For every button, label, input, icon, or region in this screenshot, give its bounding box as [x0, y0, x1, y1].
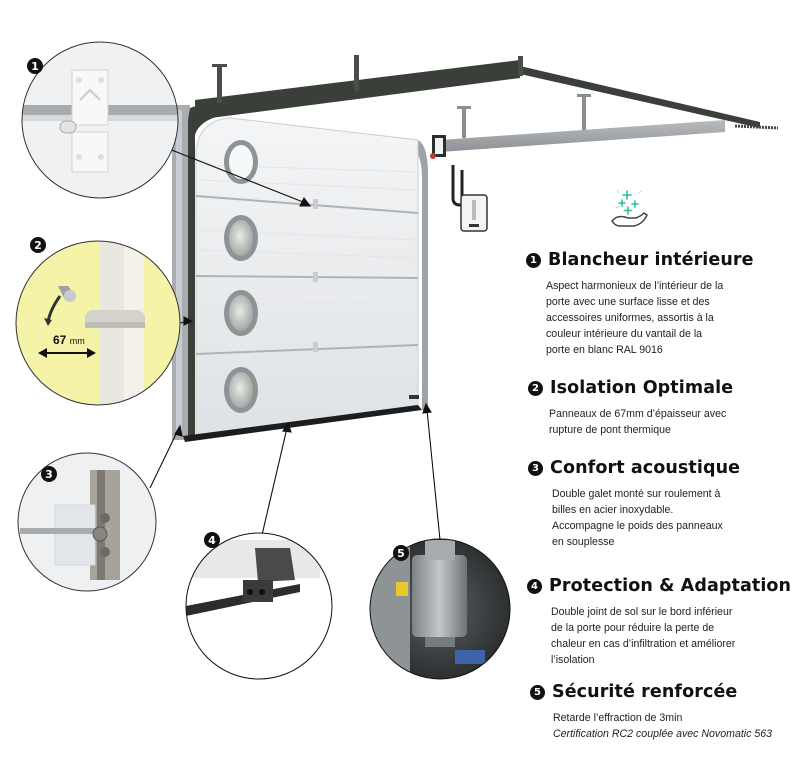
callout-badge-3: 3	[41, 466, 57, 482]
feature-title: Protection & Adaptation	[549, 576, 792, 596]
overhead-track	[195, 55, 779, 138]
callout-badge-4: 4	[204, 532, 220, 548]
description-line: Accompagne le poids des panneaux	[552, 520, 723, 532]
feature-number-badge: 4	[527, 578, 542, 594]
description-line: Double galet monté sur roulement à	[552, 488, 721, 500]
operator-rail	[430, 120, 725, 232]
feature-title: Isolation Optimale	[550, 378, 734, 398]
door-leaf	[183, 117, 422, 442]
feature-1: 1 Blancheur intérieure Aspect harmonieux…	[526, 250, 786, 358]
callout-4-bottom-seal	[185, 532, 333, 680]
callout-badge-2: 2	[30, 237, 46, 253]
feature-title: Blancheur intérieure	[548, 250, 754, 270]
feature-description: Double galet monté sur roulement à bille…	[552, 486, 788, 550]
feature-description: Aspect harmonieux de l’intérieur de la p…	[546, 278, 786, 358]
feature-number-badge: 2	[528, 380, 543, 396]
description-line: en souplesse	[552, 536, 615, 548]
hand-sparkle-icon	[611, 189, 648, 227]
feature-3: 3 Confort acoustique Double galet monté …	[528, 458, 788, 550]
feature-4: 4 Protection & Adaptation Double joint d…	[527, 576, 791, 668]
feature-number-badge: 1	[526, 252, 541, 268]
description-line: accessoires uniformes, assortis à la	[546, 312, 714, 324]
callout-5-lock	[369, 538, 511, 680]
feature-number-badge: 5	[530, 684, 545, 700]
description-line: chaleur en cas d’infiltration et amélior…	[551, 638, 736, 650]
description-line: rupture de pont thermique	[549, 424, 671, 436]
feature-description: Double joint de sol sur le bord inférieu…	[551, 604, 787, 668]
feature-5: 5 Sécurité renforcée Retarde l’effractio…	[530, 682, 790, 742]
feature-title: Sécurité renforcée	[552, 682, 738, 702]
callout-2-insulation	[15, 240, 181, 406]
description-line: Panneaux de 67mm d’épaisseur avec	[549, 408, 727, 420]
feature-2: 2 Isolation Optimale Panneaux de 67mm d’…	[528, 378, 788, 438]
dimension-label: 67 mm	[53, 333, 85, 347]
feature-description: Retarde l’effraction de 3min Certificati…	[553, 710, 790, 742]
feature-title: Confort acoustique	[550, 458, 741, 478]
certification-note: Certification RC2 couplée avec Novomatic…	[553, 728, 773, 740]
porthole-windows	[224, 140, 258, 413]
callout-badge-1: 1	[27, 58, 43, 74]
feature-number-badge: 3	[528, 460, 543, 476]
description-line: couleur intérieure du vantail de la	[546, 328, 703, 340]
description-line: l’isolation	[551, 654, 595, 666]
description-line: Aspect harmonieux de l’intérieur de la	[546, 280, 724, 292]
description-line: billes en acier inoxydable.	[552, 504, 674, 516]
description-line: porte avec une surface lisse et des	[546, 296, 710, 308]
door-frame	[172, 102, 428, 440]
feature-description: Panneaux de 67mm d’épaisseur avec ruptur…	[549, 406, 788, 438]
description-line: de la porte pour réduire la perte de	[551, 622, 715, 634]
callout-badge-5: 5	[393, 545, 409, 561]
callout-1-hinge	[21, 41, 179, 199]
description-line: porte en blanc RAL 9016	[546, 344, 663, 356]
description-line: Retarde l’effraction de 3min	[553, 712, 683, 724]
dimension-unit: mm	[69, 336, 85, 346]
description-line: Double joint de sol sur le bord inférieu…	[551, 606, 733, 618]
dimension-value: 67	[53, 333, 67, 347]
leader-lines	[149, 142, 441, 541]
callout-3-roller	[17, 452, 157, 592]
